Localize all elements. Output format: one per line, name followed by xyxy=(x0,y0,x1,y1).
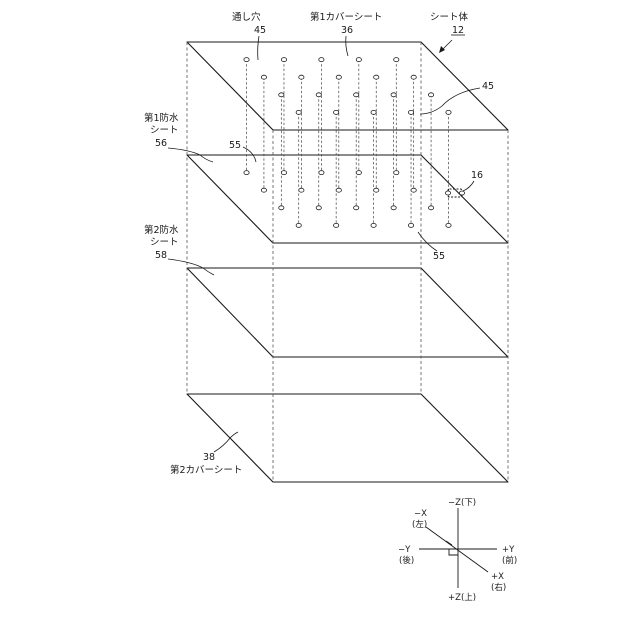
axis-tick-mark xyxy=(446,541,452,545)
through-hole-lower xyxy=(299,188,304,192)
through-hole-top xyxy=(408,110,413,114)
through-hole-lower xyxy=(261,188,266,192)
sheet-body-ref: 12 xyxy=(452,25,464,36)
x-axis-line xyxy=(426,527,488,572)
seal-right-ref: 55 xyxy=(433,251,445,262)
first-cover-sheet-label: 第1カバーシート xyxy=(310,11,382,23)
plus-y-label-line1: +Y xyxy=(502,545,515,555)
through-hole-top-leader xyxy=(258,36,259,60)
through-hole-top xyxy=(281,58,286,62)
component-ref: 16 xyxy=(471,170,483,181)
second-waterproof-sheet-plane xyxy=(187,268,508,357)
second-waterproof-label-line2: シート xyxy=(150,237,179,248)
minus-x-label-line2: (左) xyxy=(412,519,427,530)
minus-y-label-line2: (後) xyxy=(399,555,414,566)
through-hole-top xyxy=(261,75,266,79)
through-hole-lower xyxy=(446,223,451,227)
first-cover-sheet-leader xyxy=(346,36,348,56)
first-waterproof-ref: 56 xyxy=(155,138,167,149)
through-hole-lower xyxy=(316,206,321,210)
through-hole-lower xyxy=(281,171,286,175)
through-hole-top-ref: 45 xyxy=(254,25,266,36)
second-cover-ref: 38 xyxy=(203,452,215,463)
sheet-body-arrowhead xyxy=(439,46,445,53)
through-hole-top xyxy=(356,58,361,62)
through-hole-lower xyxy=(336,188,341,192)
through-hole-lower xyxy=(394,171,399,175)
axis-corner-mark xyxy=(449,549,458,555)
through-hole-top xyxy=(296,110,301,114)
through-hole-lower xyxy=(334,223,339,227)
through-hole-top xyxy=(244,58,249,62)
through-hole-top xyxy=(411,75,416,79)
component-16 xyxy=(446,189,465,197)
through-hole-top xyxy=(428,93,433,97)
component-leader xyxy=(463,181,474,191)
first-cover-sheet-ref: 36 xyxy=(341,25,353,36)
through-hole-lower xyxy=(279,206,284,210)
minus-z-label: −Z(下) xyxy=(448,498,476,508)
through-hole-right-ref: 45 xyxy=(482,81,494,92)
through-hole-lower xyxy=(371,223,376,227)
through-hole-top xyxy=(299,75,304,79)
through-hole-lower xyxy=(354,206,359,210)
through-hole-top xyxy=(374,75,379,79)
through-hole-lower xyxy=(374,188,379,192)
seal-left-ref: 55 xyxy=(229,140,241,151)
through-hole-lower xyxy=(296,223,301,227)
through-hole-lower xyxy=(411,188,416,192)
second-waterproof-label-line1: 第2防水 xyxy=(144,224,179,236)
through-hole-lower xyxy=(391,206,396,210)
through-hole-top xyxy=(394,58,399,62)
through-hole-top xyxy=(336,75,341,79)
minus-y-label-line1: −Y xyxy=(398,545,411,555)
through-hole-top xyxy=(354,93,359,97)
plus-x-label-line2: (右) xyxy=(491,582,506,593)
first-waterproof-sheet-plane xyxy=(187,155,508,243)
plus-y-label-line2: (前) xyxy=(502,555,517,566)
plus-x-label-line1: +X xyxy=(491,572,504,582)
through-hole-top xyxy=(446,110,451,114)
first-waterproof-label-line2: シート xyxy=(150,125,179,136)
through-hole-top xyxy=(334,110,339,114)
through-hole-top xyxy=(371,110,376,114)
through-hole-top xyxy=(391,93,396,97)
through-holes xyxy=(244,58,451,228)
through-hole-lower xyxy=(408,223,413,227)
sheet-body-label: シート体 xyxy=(430,11,469,23)
through-hole-lower xyxy=(244,171,249,175)
minus-x-label-line1: −X xyxy=(414,509,427,519)
through-hole-lower xyxy=(319,171,324,175)
plus-z-label: +Z(上) xyxy=(448,593,476,603)
through-hole-label: 通し穴 xyxy=(232,11,261,23)
through-hole-top xyxy=(279,93,284,97)
through-hole-top xyxy=(316,93,321,97)
first-waterproof-label-line1: 第1防水 xyxy=(144,112,179,124)
through-hole-lower xyxy=(428,206,433,210)
through-hole-top xyxy=(319,58,324,62)
second-waterproof-ref: 58 xyxy=(155,250,167,261)
through-hole-lower xyxy=(356,171,361,175)
coordinate-axes: −Z(下) −X (左) −Y (後) +Y (前) +X (右) +Z(上) xyxy=(398,498,517,603)
hidden-box-edges xyxy=(187,42,508,482)
second-cover-sheet-label: 第2カバーシート xyxy=(170,464,242,476)
